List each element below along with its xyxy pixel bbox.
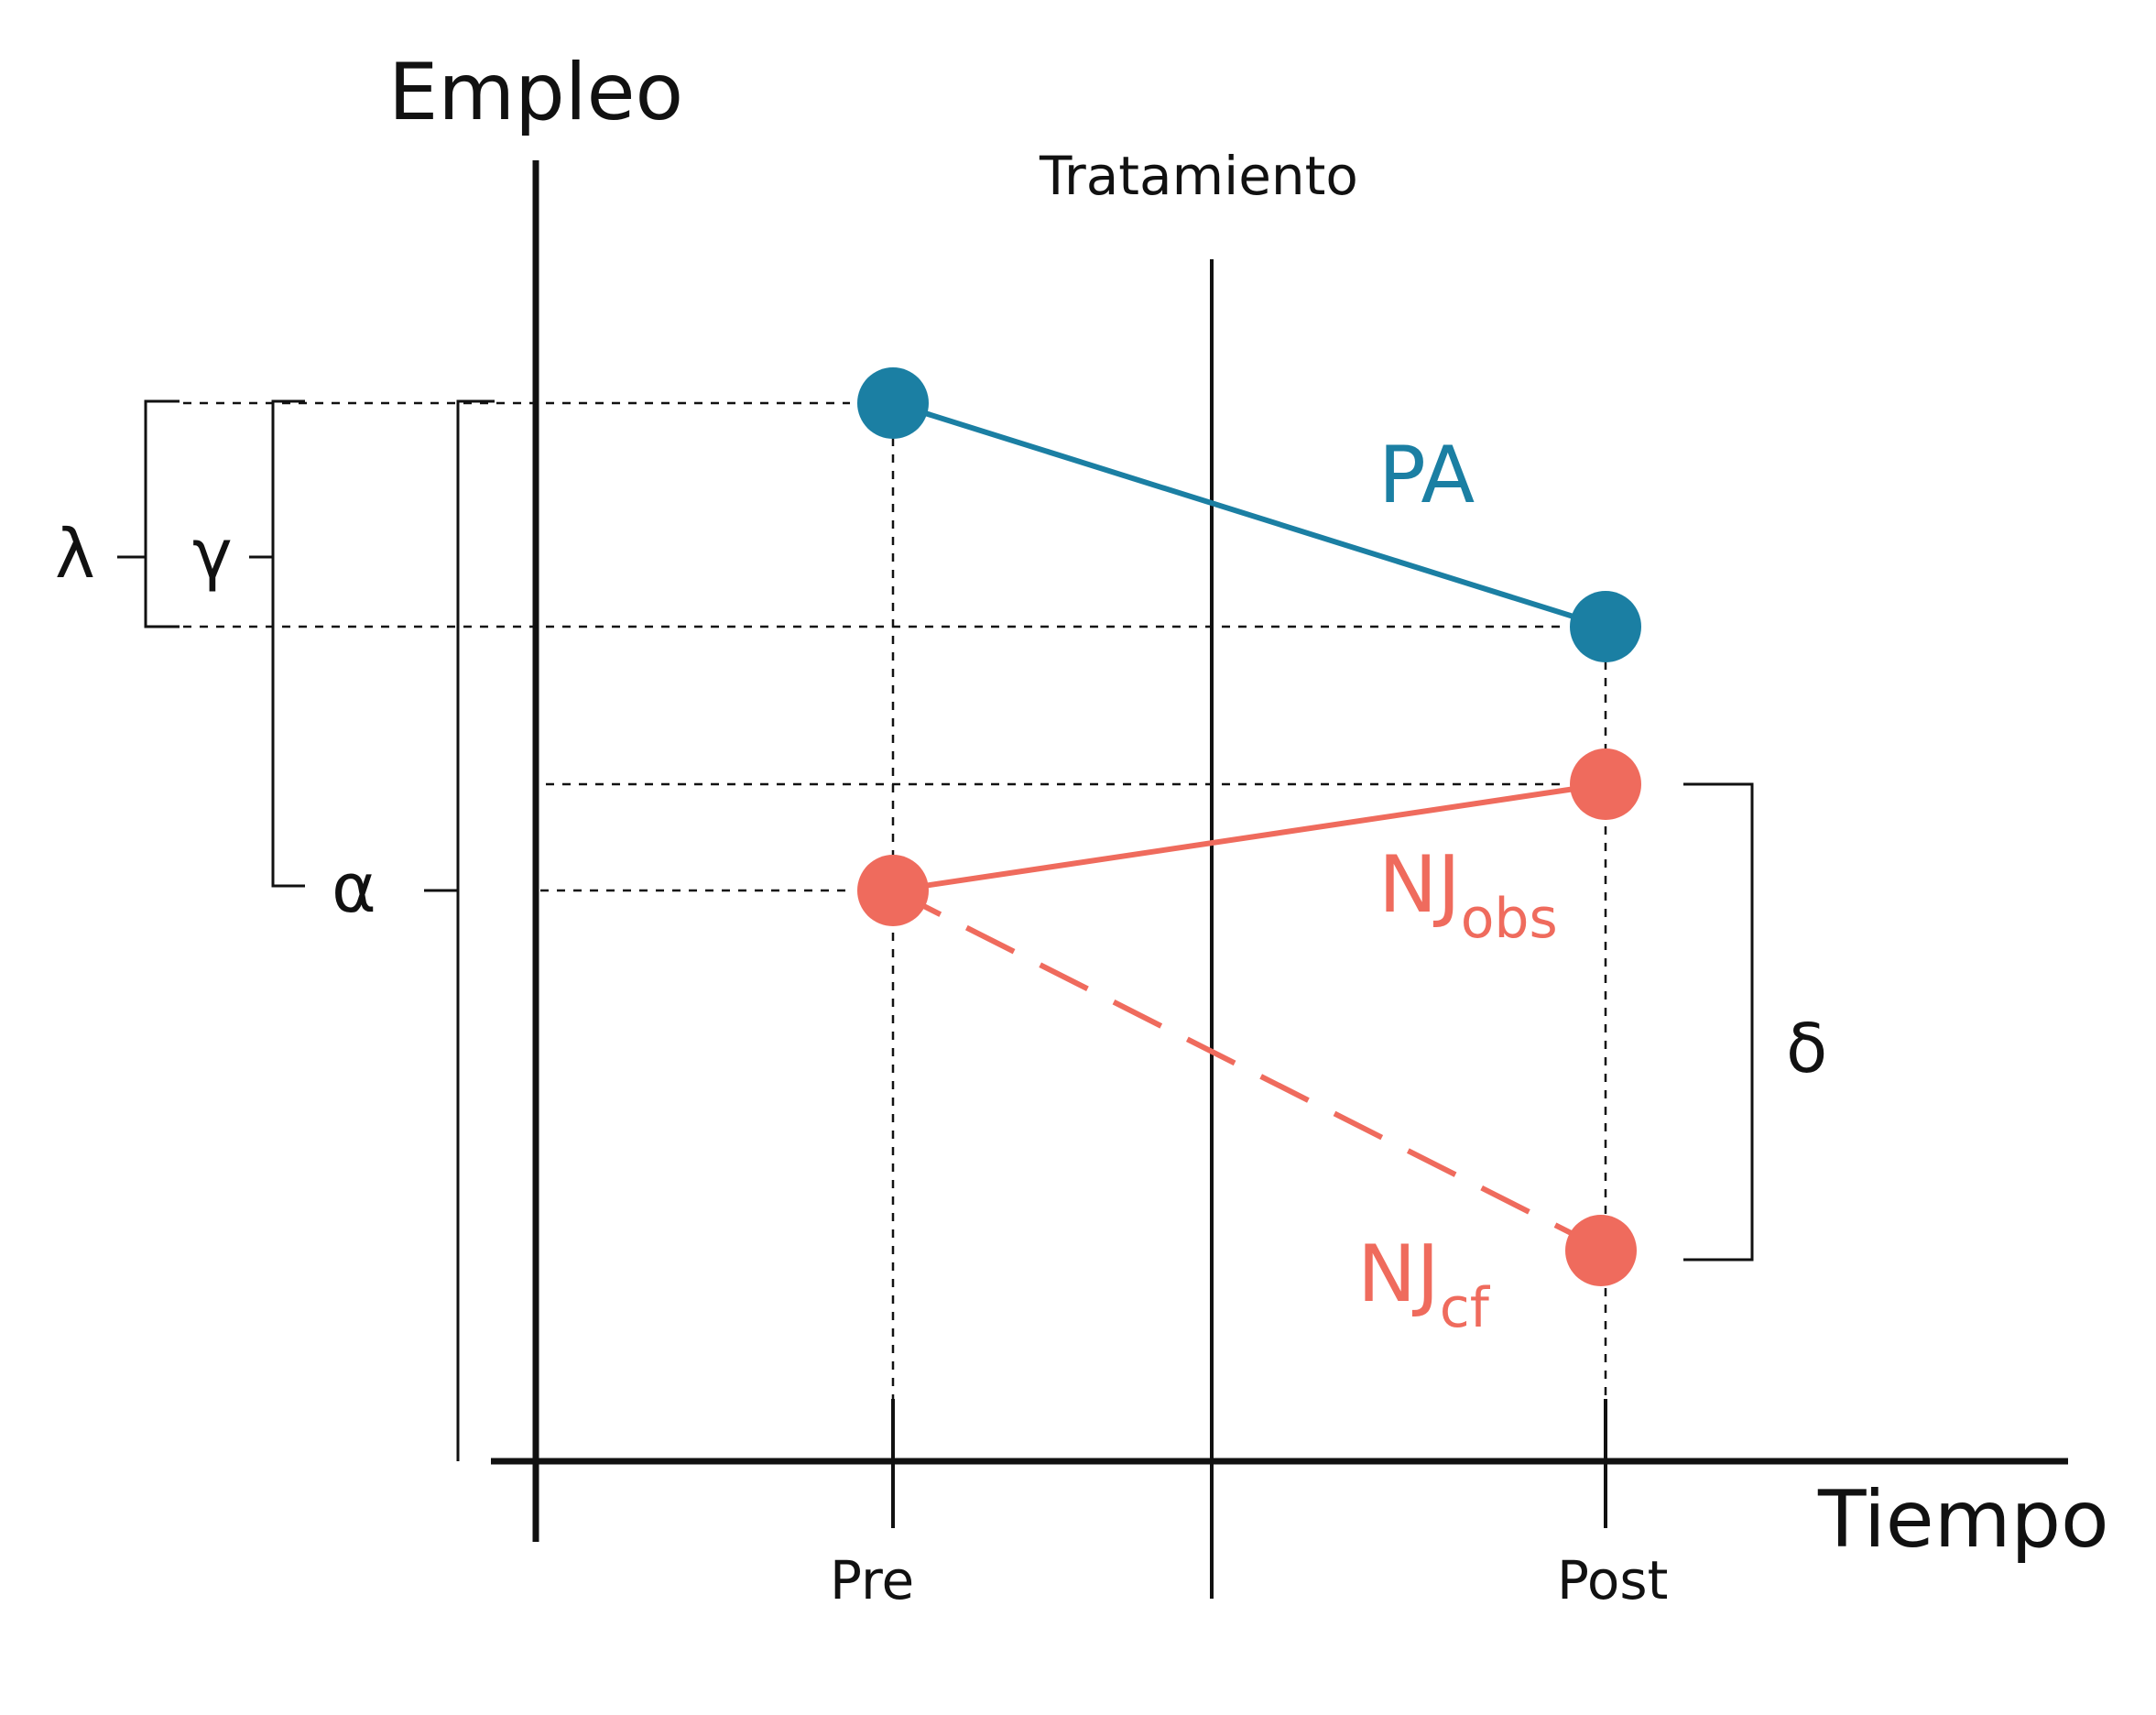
pa-line (892, 400, 1606, 629)
pa-label: PA (1378, 430, 1475, 521)
alpha-label: α (332, 849, 376, 928)
nj-cf-main: NJ (1357, 1229, 1440, 1320)
nj-cf-line (891, 888, 1607, 1253)
nj-post-obs-point (1570, 748, 1641, 820)
pre-label: Pre (830, 1549, 914, 1611)
treatment-label: Tratamiento (1039, 145, 1358, 207)
nj-cf-label: NJcf (1357, 1229, 1491, 1340)
nj-pre-point (857, 855, 929, 926)
bracket-alpha (424, 399, 495, 1461)
bracket-lambda (117, 399, 180, 628)
x-axis-label: Tiempo (1817, 1474, 2109, 1566)
nj-cf-sub: cf (1440, 1276, 1491, 1340)
y-axis-label: Empleo (388, 47, 683, 138)
nj-post-cf-point (1565, 1215, 1637, 1286)
pa-pre-point (857, 367, 929, 439)
nj-obs-sub: obs (1461, 887, 1558, 951)
pa-post-point (1570, 591, 1641, 662)
nj-obs-line (892, 781, 1606, 893)
nj-obs-label: NJobs (1378, 839, 1558, 951)
delta-label: δ (1786, 1010, 1827, 1088)
lambda-label: λ (55, 515, 95, 594)
post-label: Post (1557, 1549, 1668, 1611)
bracket-delta (1683, 782, 1754, 1262)
gamma-label: γ (192, 515, 233, 594)
nj-obs-main: NJ (1378, 839, 1461, 931)
bracket-gamma (249, 399, 305, 888)
